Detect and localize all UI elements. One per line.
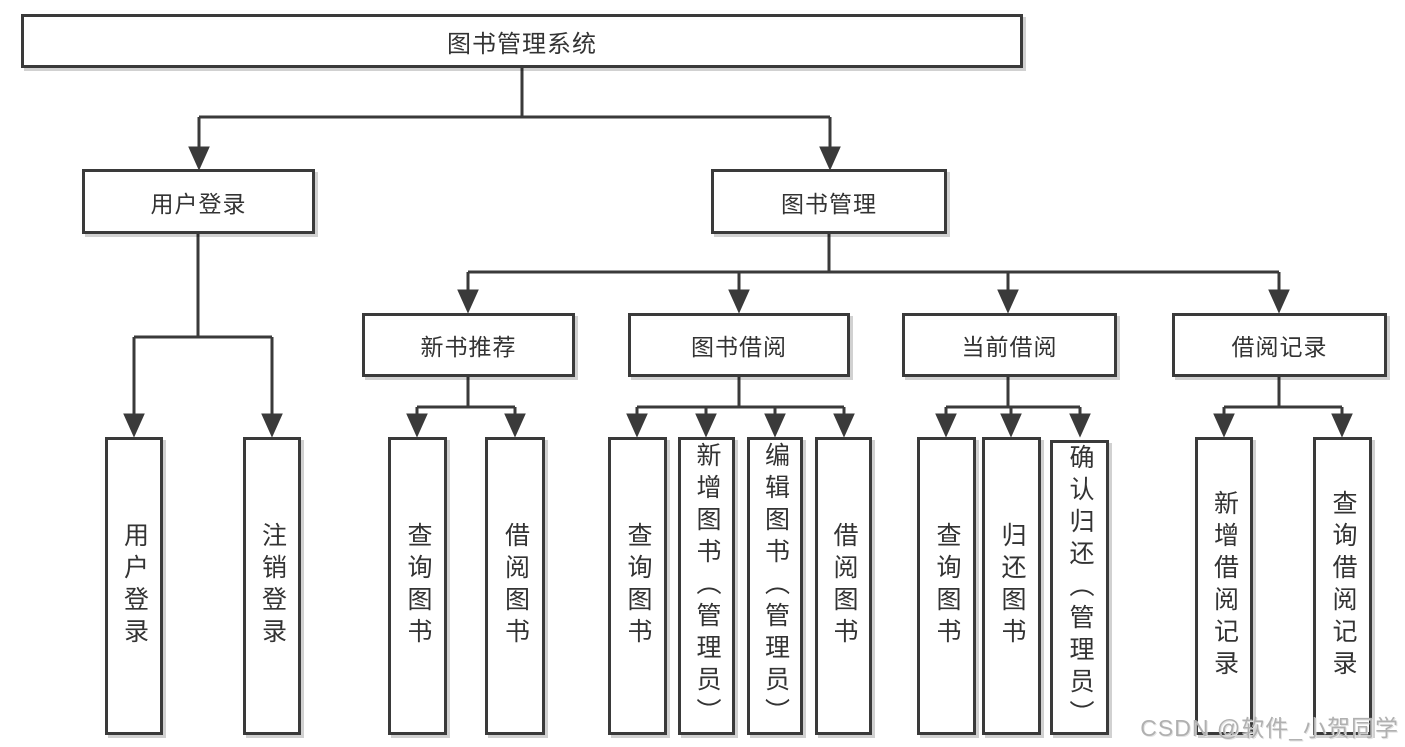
leaf-logout-login: 注销登录 [243, 437, 301, 735]
connector-book-mgmt [457, 234, 1290, 314]
connector-root [188, 68, 841, 171]
leaf-add-books-admin: 新增图书（管理员） [678, 437, 735, 735]
leaf-borrow-books-recommend: 借阅图书 [485, 437, 545, 735]
node-current-borrow: 当前借阅 [902, 313, 1117, 377]
connector-book-borrow [626, 377, 855, 438]
leaf-user-login: 用户登录 [105, 437, 163, 735]
leaf-query-borrow-record: 查询借阅记录 [1313, 437, 1372, 735]
leaf-edit-books-admin: 编辑图书（管理员） [747, 437, 803, 735]
leaf-borrow-books: 借阅图书 [815, 437, 872, 735]
csdn-watermark: CSDN @软件_小贺同学 [1140, 715, 1399, 741]
connector-user-login [123, 234, 283, 438]
node-book-management: 图书管理 [711, 169, 947, 234]
connector-current-borrow [935, 377, 1091, 438]
node-book-borrow: 图书借阅 [628, 313, 850, 377]
node-new-book-recommend: 新书推荐 [362, 313, 575, 377]
leaf-query-books-borrow: 查询图书 [608, 437, 667, 735]
leaf-return-books: 归还图书 [982, 437, 1041, 735]
leaf-add-borrow-record: 新增借阅记录 [1195, 437, 1253, 735]
leaf-query-books-current: 查询图书 [917, 437, 976, 735]
connector-borrow-records [1213, 377, 1353, 438]
node-borrow-records: 借阅记录 [1172, 313, 1387, 377]
node-user-login: 用户登录 [82, 169, 315, 234]
node-library-system: 图书管理系统 [21, 14, 1023, 68]
leaf-confirm-return-admin: 确认归还（管理员） [1050, 440, 1109, 735]
leaf-query-books-recommend: 查询图书 [388, 437, 447, 735]
connector-new-book-rec [406, 377, 526, 438]
